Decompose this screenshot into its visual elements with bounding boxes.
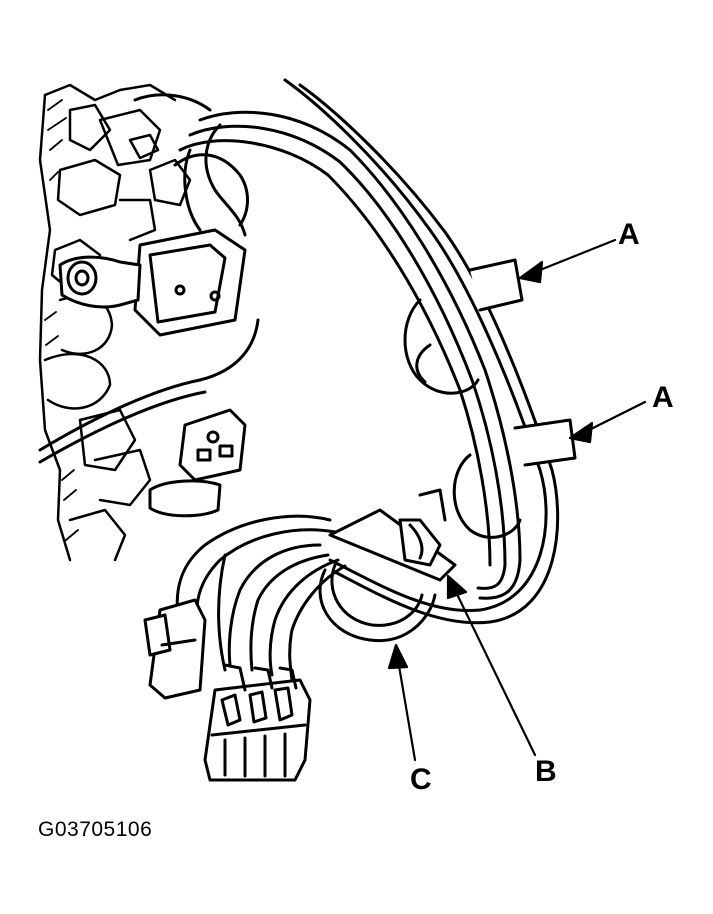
callout-label-b: B — [535, 755, 557, 788]
callout-label-a-lower: A — [652, 381, 674, 414]
sensor-connector-lower — [148, 408, 247, 518]
leader-line-b — [446, 574, 537, 757]
leader-line-a2 — [568, 400, 647, 444]
branch-wires — [175, 514, 347, 682]
leader-line-c — [387, 643, 417, 762]
external-cables — [38, 93, 260, 464]
tie-strap-a-upper — [403, 258, 524, 395]
small-connector — [143, 598, 207, 700]
leader-line-a1 — [518, 238, 617, 284]
figure-id: G03705106 — [38, 818, 153, 841]
harness-clip-b — [328, 488, 457, 582]
tie-strap-a-lower — [452, 418, 577, 539]
multi-pin-connector — [203, 663, 312, 782]
callout-label-a-upper: A — [618, 218, 640, 251]
sensor-connector-upper — [58, 228, 247, 337]
callout-label-c: C — [410, 763, 432, 796]
strap-c-loop — [318, 563, 437, 643]
